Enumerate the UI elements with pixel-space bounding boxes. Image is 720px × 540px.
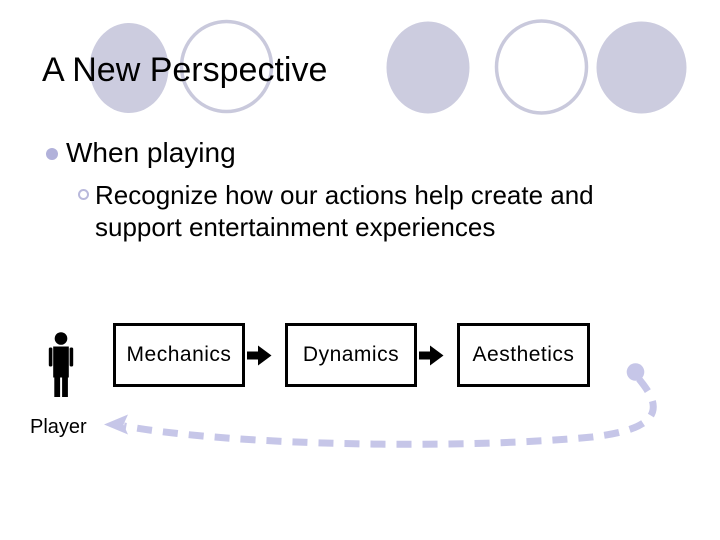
arrow-right-icon (419, 345, 444, 366)
diagram-box-aesthetics-label: Aesthetics (472, 343, 575, 366)
player-label: Player (30, 416, 87, 438)
bullet-level2-line1: Recognize how our actions help create an… (95, 180, 594, 210)
decorative-circle-filled (596, 21, 687, 114)
decorative-circles (89, 19, 687, 115)
decorative-circle-outlined (494, 19, 589, 115)
lavender-dashed-curved-arrow-left-icon (123, 376, 657, 448)
person-silhouette-icon (48, 332, 74, 397)
decorative-circle-outlined (179, 19, 274, 114)
diagram-box-dynamics-label: Dynamics (302, 343, 400, 366)
arrow-right-icon (247, 345, 272, 366)
diagram-box-mechanics: Mechanics (113, 323, 245, 387)
bullet-level2-line2: support entertainment experiences (95, 212, 496, 242)
decorative-circle-filled (386, 21, 470, 114)
sub-bullet-ring-icon (78, 189, 89, 200)
diagram-box-aesthetics: Aesthetics (457, 323, 590, 387)
slide-title: A New Perspective (42, 51, 328, 89)
feedback-arrow-start-dot-icon (626, 363, 645, 381)
bullet-dot-icon (46, 148, 58, 160)
bullet-level2-text: Recognize how our actions help create an… (95, 179, 594, 243)
bullet-level1-text: When playing (66, 137, 236, 168)
decorative-circle-filled (89, 23, 169, 113)
diagram-box-dynamics: Dynamics (285, 323, 417, 387)
diagram-box-mechanics-label: Mechanics (126, 343, 232, 366)
feedback-arrowhead-icon (104, 414, 128, 435)
